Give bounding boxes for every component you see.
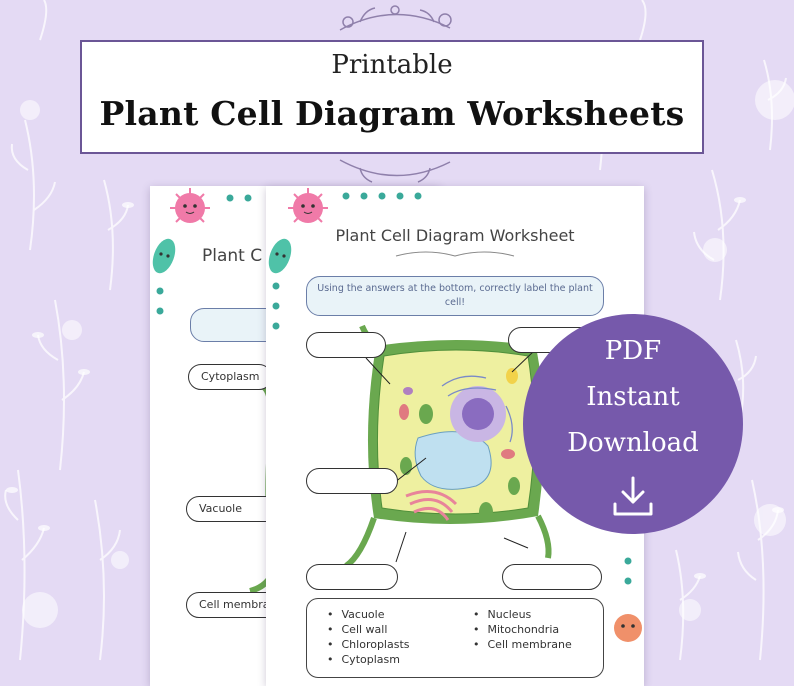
answer-item: Chloroplasts (327, 637, 410, 652)
answer-list-col2: Nucleus Mitochondria Cell membrane (473, 607, 572, 652)
teal-dot-border (272, 192, 632, 585)
plant-cell-diagram (344, 324, 552, 569)
label-box-1[interactable] (306, 332, 386, 358)
answer-item: Nucleus (473, 607, 572, 622)
answer-item: Cytoplasm (327, 652, 410, 667)
pink-virus-icon (288, 188, 328, 223)
label-box-4[interactable] (306, 564, 398, 590)
answer-item: Vacuole (327, 607, 410, 622)
front-page-decoration (268, 188, 642, 642)
brown-germ-icon (614, 614, 642, 642)
answer-item: Mitochondria (473, 622, 572, 637)
worksheet-page-front: Plant Cell Diagram Worksheet Using the a… (266, 186, 644, 686)
green-bacteria-icon (152, 238, 176, 274)
answer-bank: Vacuole Cell wall Chloroplasts Cytoplasm… (306, 598, 604, 678)
title-banner: Printable Plant Cell Diagram Worksheets (80, 40, 704, 154)
answer-list-col1: Vacuole Cell wall Chloroplasts Cytoplasm (327, 607, 410, 667)
badge-line-download: Download (567, 428, 699, 458)
back-label-box-cytoplasm[interactable]: Cytoplasm (188, 364, 272, 390)
pink-virus-icon (170, 188, 210, 223)
banner-title: Plant Cell Diagram Worksheets (99, 94, 685, 133)
back-page-title: Plant C (202, 246, 263, 266)
download-icon (613, 476, 653, 516)
worksheet-title: Plant Cell Diagram Worksheet (335, 226, 575, 245)
pdf-download-badge[interactable]: PDF Instant Download (523, 314, 743, 534)
green-bacteria-icon (268, 238, 292, 274)
badge-line-instant: Instant (586, 382, 680, 412)
worksheet-instruction: Using the answers at the bottom, correct… (306, 276, 604, 316)
floral-background (4, 0, 794, 661)
title-divider (395, 251, 515, 257)
badge-line-pdf: PDF (604, 336, 662, 366)
answer-item: Cell membrane (473, 637, 572, 652)
label-box-5[interactable] (502, 564, 602, 590)
answer-item: Cell wall (327, 622, 410, 637)
label-box-3[interactable] (306, 468, 398, 494)
banner-subtitle: Printable (331, 50, 453, 80)
